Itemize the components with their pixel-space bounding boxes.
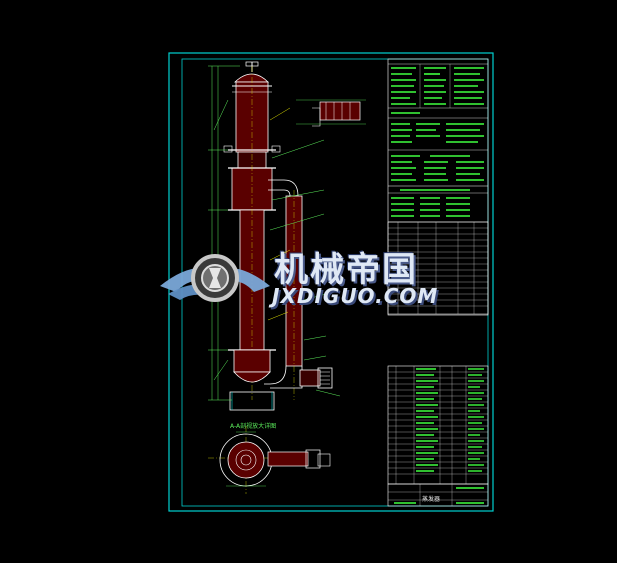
yellow-leaders — [267, 107, 291, 321]
title-block — [387, 483, 489, 507]
title-block-name: 蒸发器 — [422, 496, 441, 503]
nozzle-detail-view — [296, 99, 366, 127]
watermark-english: JXDIGUO.COM — [272, 284, 439, 308]
side-pipe — [264, 179, 333, 400]
watermark: 机械帝国 JXDIGUO.COM — [156, 244, 456, 314]
section-view-a-a — [208, 426, 331, 494]
dimension-lines — [208, 65, 341, 401]
parts-list — [387, 365, 489, 485]
section-title: A-A剖视放大详图 — [230, 423, 277, 430]
evaporator-column — [223, 61, 281, 411]
logo-emblem — [160, 254, 270, 302]
table-text-rows — [391, 67, 484, 217]
watermark-chinese: 机械帝国 — [274, 250, 418, 290]
nozzle-table — [387, 221, 489, 315]
